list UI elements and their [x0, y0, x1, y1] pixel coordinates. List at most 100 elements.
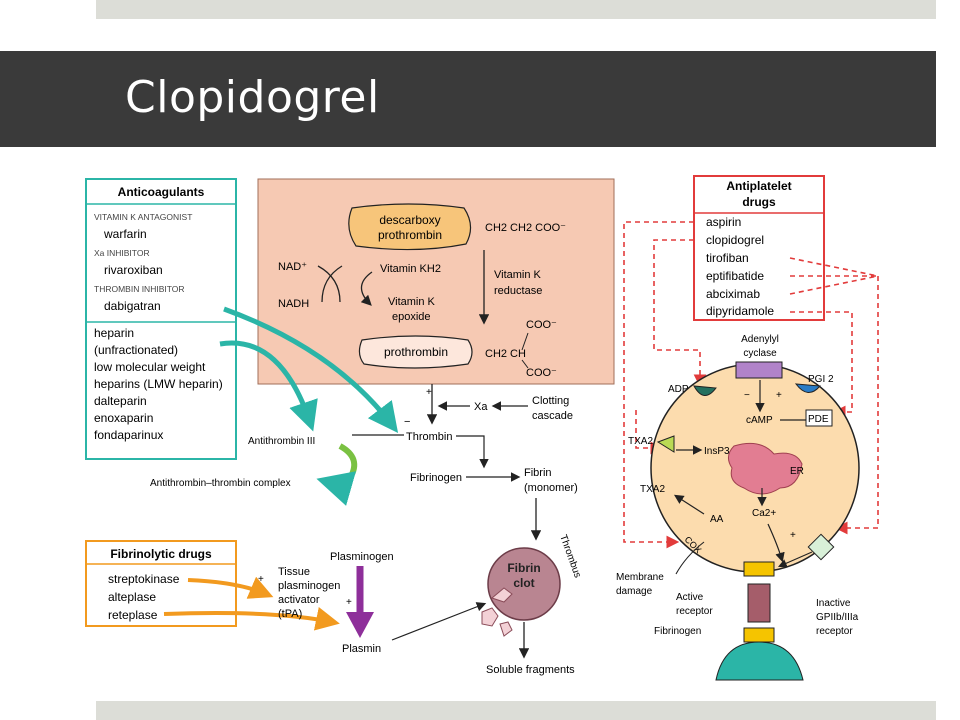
antithrombin-label: Antithrombin III	[248, 436, 315, 447]
ca-to-receptor	[767, 523, 785, 563]
antiplatelet-drug: clopidogrel	[706, 233, 764, 247]
antiplatelet-drug: abciximab	[706, 287, 760, 301]
nad-label: NAD⁺	[278, 261, 307, 273]
adp-label: ADP	[668, 384, 689, 395]
insp3-label: InsP3	[704, 446, 730, 457]
fibrinolytic-drug: reteplase	[108, 608, 158, 622]
vit-k-epoxide: Vitamin K	[388, 296, 436, 308]
minus-sign: −	[744, 390, 750, 401]
bottom-decor-bar	[96, 701, 936, 720]
adp-receptor	[693, 385, 717, 396]
descarboxy-label: descarboxy	[379, 213, 440, 227]
clot-fragments	[481, 587, 513, 637]
heparin-arrow	[219, 340, 318, 432]
antiplatelet-box	[693, 175, 825, 321]
aa-label: AA	[710, 514, 724, 525]
vitk-cycle-arc	[360, 271, 373, 306]
fibrinolytic-header: Fibrinolytic drugs	[110, 547, 212, 561]
fibrin-clot-label: clot	[513, 576, 534, 590]
antiplatelet-dashed-lines	[623, 221, 879, 549]
antiplatelet-drug: tirofiban	[706, 251, 749, 265]
er-label: ER	[790, 466, 804, 477]
plus-sign: +	[426, 387, 432, 398]
prothrombin-shape	[358, 335, 473, 369]
coo-top: COO⁻	[526, 319, 557, 331]
plus-sign: +	[258, 574, 264, 585]
fibrinogen-platelet-label: Fibrinogen	[654, 626, 701, 637]
xa-label: Xa	[474, 401, 488, 413]
complex-label: Antithrombin–thrombin complex	[150, 478, 291, 489]
clotting-label: Clotting	[532, 395, 569, 407]
active-label: Active	[676, 592, 704, 603]
inactive-receptor	[807, 533, 835, 561]
inactive-label: receptor	[816, 626, 853, 637]
pgi2-receptor	[794, 383, 822, 393]
pde-label: PDE	[808, 414, 829, 425]
plasmin-label: Plasmin	[342, 643, 381, 655]
title-band	[0, 51, 936, 147]
fibrin-monomer: Fibrin	[524, 467, 552, 479]
plus-sign: +	[776, 390, 782, 401]
other-anticoag: heparins (LMW heparin)	[94, 377, 223, 391]
thrombin-label: Thrombin	[406, 431, 452, 443]
fibrin-clot-label: Fibrin	[507, 561, 540, 575]
dabigatran-arrow	[223, 306, 399, 433]
other-anticoag: enoxaparin	[94, 411, 153, 425]
txa2-receptor	[656, 435, 675, 453]
camp-label: cAMP	[746, 415, 773, 426]
prothrombin-label: prothrombin	[384, 345, 448, 359]
plasminogen-label: Plasminogen	[330, 551, 394, 563]
vit-k-reductase: Vitamin K	[494, 269, 542, 281]
nadh-label: NADH	[278, 298, 309, 310]
coo-bond	[521, 359, 529, 369]
coo-bottom: COO⁻	[526, 367, 557, 379]
plus-sign: +	[346, 597, 352, 608]
soluble-label: Soluble fragments	[486, 664, 575, 676]
thrombin-to-fibrinogen-arrow	[456, 435, 489, 469]
antiplatelet-drug: aspirin	[706, 215, 741, 229]
anticoagulants-box	[85, 178, 237, 460]
thrombus-label: Thrombus	[557, 533, 583, 579]
txa2-mid-label: TXA2	[640, 484, 665, 495]
aa-to-txa2	[673, 494, 705, 515]
antiplatelet-drug: eptifibatide	[706, 269, 764, 283]
antiplatelet-header: drugs	[742, 195, 776, 209]
second-platelet	[715, 641, 804, 681]
membrane-arrow	[675, 541, 705, 575]
tpa-label: (tPA)	[278, 608, 302, 620]
clotting-label: cascade	[532, 410, 573, 422]
slide-title: Clopidogrel	[125, 72, 380, 123]
other-anticoag: dalteparin	[94, 394, 147, 408]
tpa-label: activator	[278, 594, 320, 606]
tpa-label: Tissue	[278, 566, 310, 578]
adenylyl-label: cyclase	[743, 348, 777, 359]
tpa-label: plasminogen	[278, 580, 340, 592]
vit-k-epoxide: epoxide	[392, 311, 431, 323]
other-anticoag: (unfractionated)	[94, 343, 178, 357]
xa-drug: rivaroxiban	[104, 263, 163, 277]
descarboxy-prothrombin-shape	[348, 203, 472, 251]
descarboxy-label: prothrombin	[378, 228, 442, 242]
minus-sign: −	[404, 416, 410, 428]
er-shape	[728, 442, 803, 495]
coo-bond	[521, 332, 529, 351]
plasminogen-arrow-head	[346, 612, 374, 638]
ch2-top: CH2 CH2 COO⁻	[485, 222, 566, 234]
other-anticoag: low molecular weight	[94, 360, 206, 374]
vit-k-reductase: reductase	[494, 285, 542, 297]
membrane-label: Membrane	[616, 572, 664, 583]
fibrin-clot-circle	[487, 547, 561, 621]
inactive-label: Inactive	[816, 598, 851, 609]
thrombin-label: THROMBIN INHIBITOR	[94, 284, 185, 294]
xa-label: Xa INHIBITOR	[94, 248, 150, 258]
fibrinogen-label: Fibrinogen	[410, 472, 462, 484]
anticoagulants-header: Anticoagulants	[118, 185, 205, 199]
pde-box	[805, 409, 833, 427]
plasmin-to-clot-arrow	[391, 602, 487, 641]
membrane-label: damage	[616, 586, 653, 597]
other-anticoag: heparin	[94, 326, 134, 340]
fibrin-monomer: (monomer)	[524, 482, 578, 494]
active-label: receptor	[676, 606, 713, 617]
nad-cycle-arc	[317, 265, 343, 303]
adenylyl-label: Adenylyl	[741, 334, 779, 345]
